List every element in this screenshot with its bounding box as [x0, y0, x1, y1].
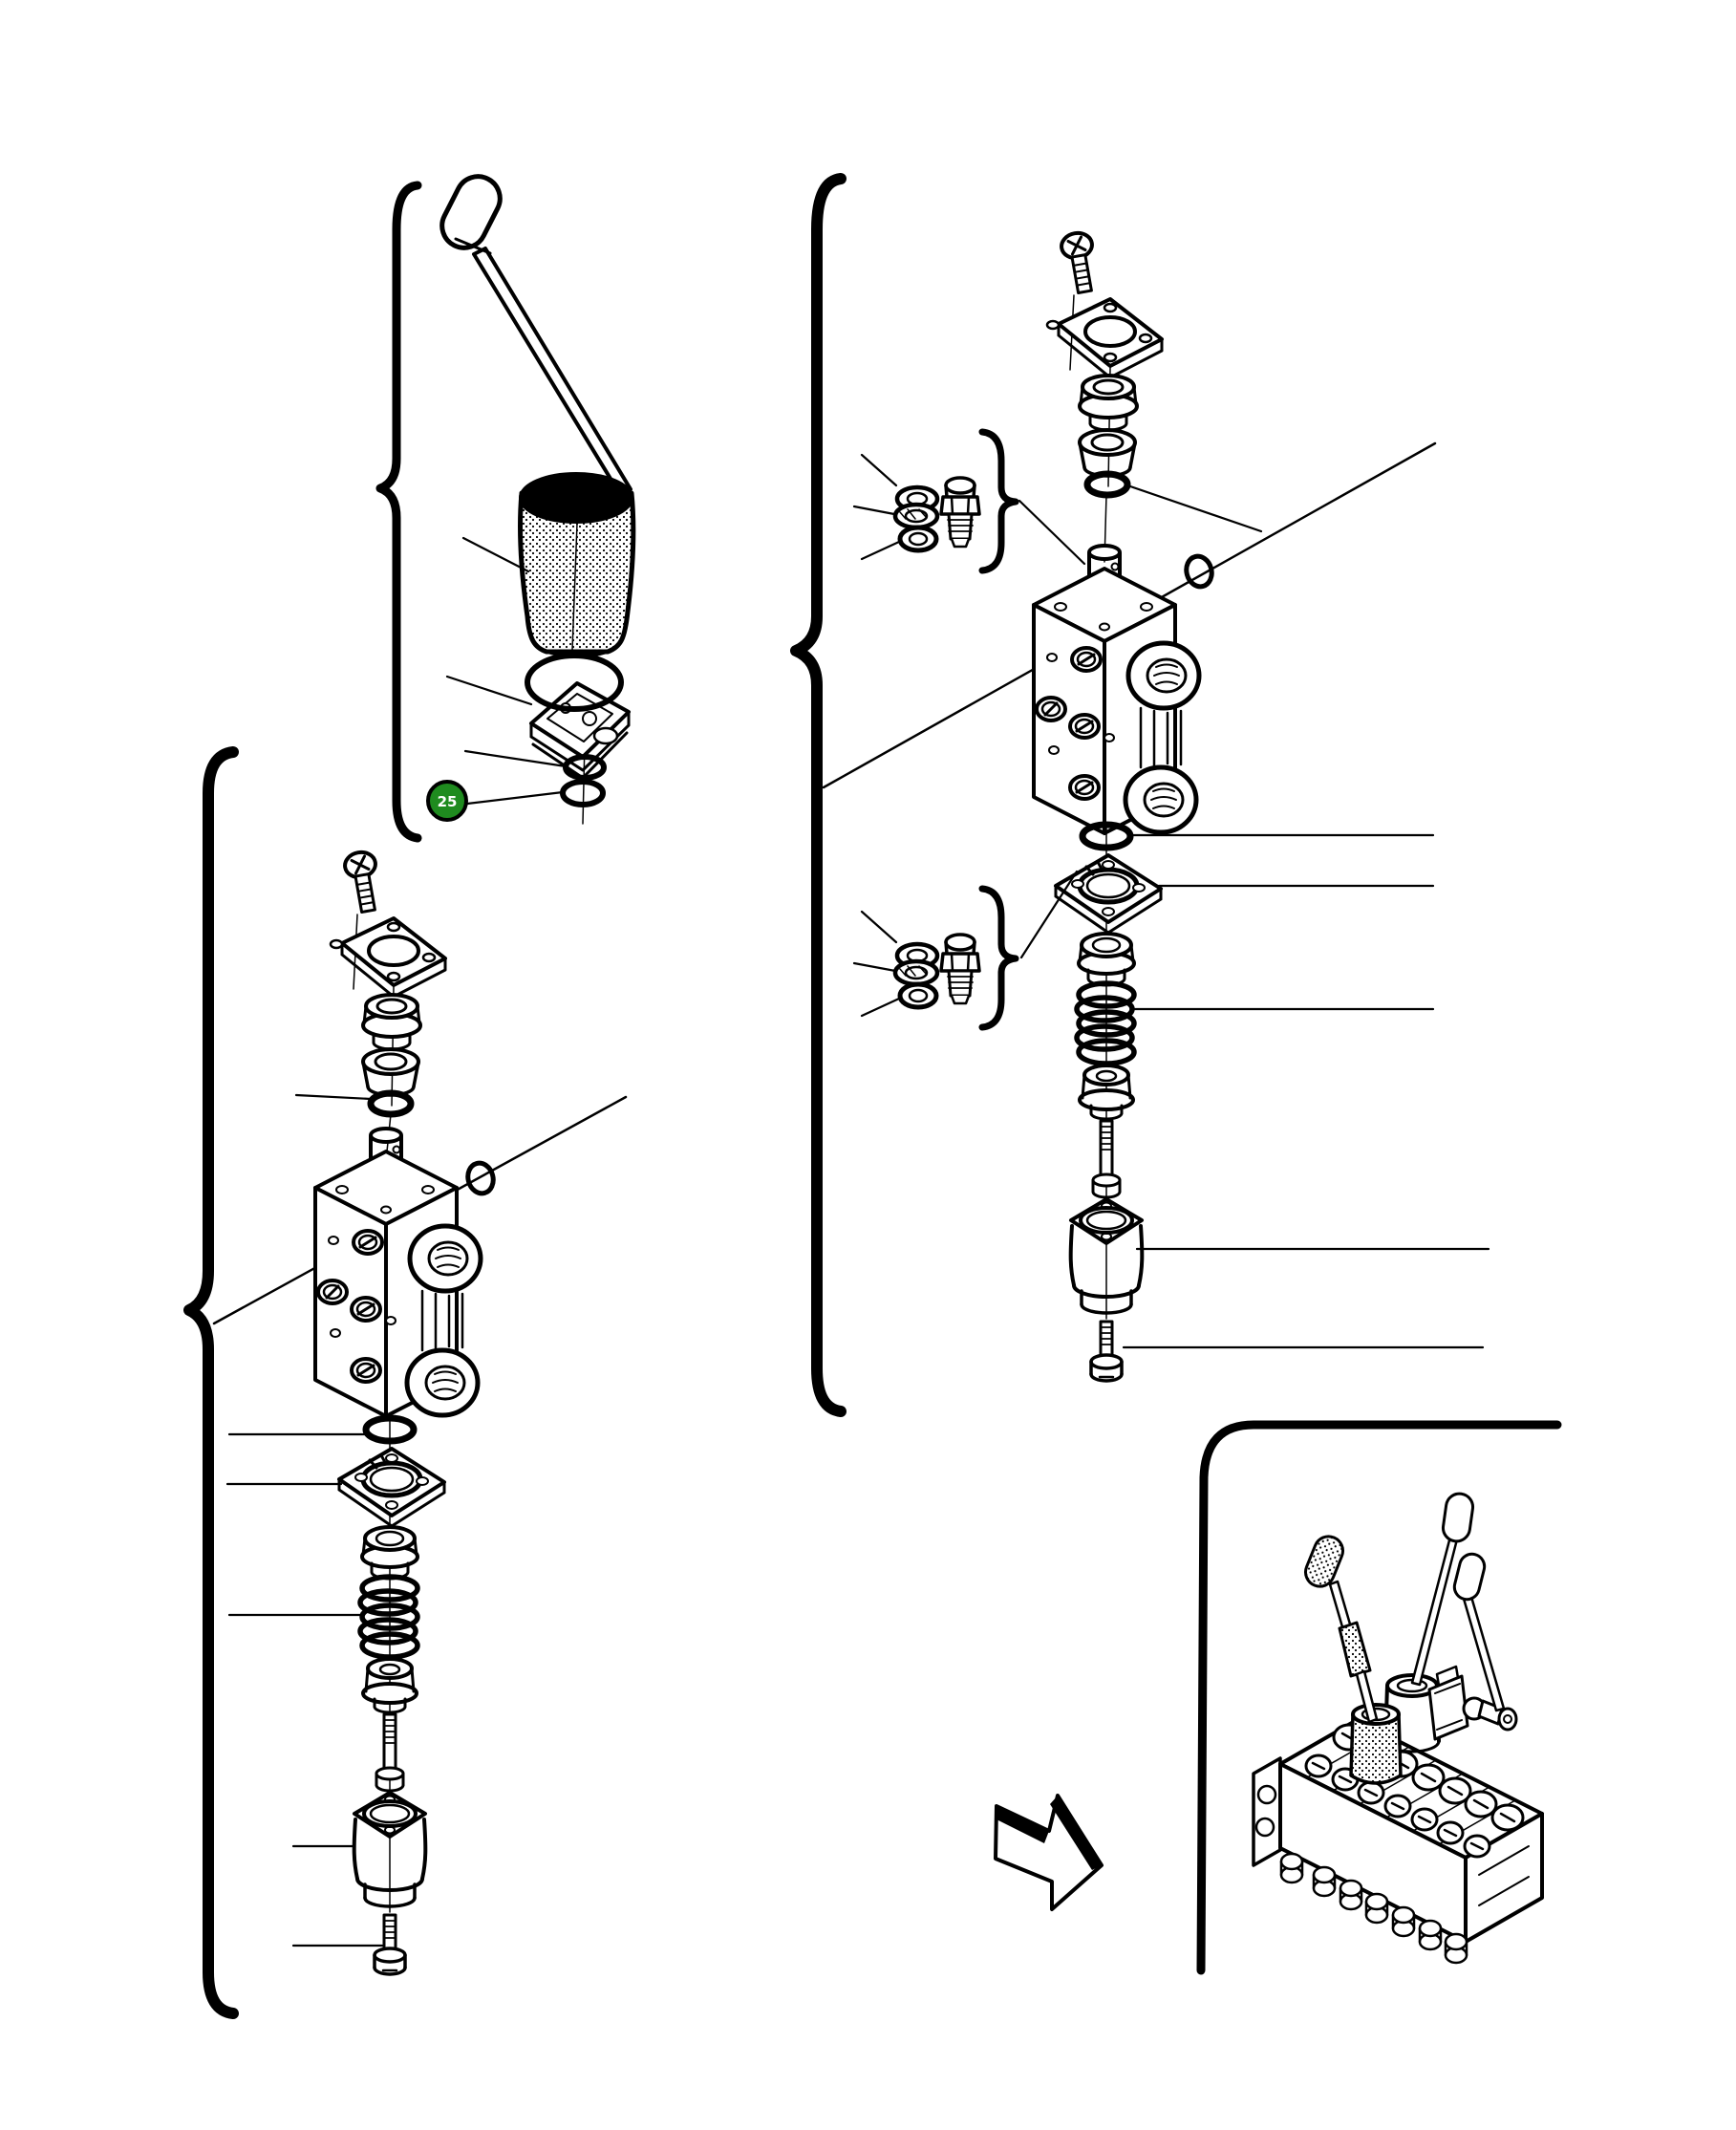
lower-fitting-leader-lines — [852, 870, 1079, 1018]
lower-fitting-group — [895, 889, 1016, 1027]
leader-lines — [1122, 484, 1490, 1349]
spool-o-ring — [465, 1160, 496, 1196]
leader-lines — [445, 536, 568, 806]
upper-fitting-leader-lines — [852, 453, 1086, 566]
boot-gasket-ring — [525, 653, 624, 712]
left-lower-stack — [339, 1416, 444, 1974]
right-valve-section-group — [852, 230, 1490, 1381]
right-section-group-brace-icon — [790, 173, 847, 1417]
spool-o-ring — [1184, 553, 1214, 590]
lever-knob — [439, 174, 503, 255]
direction-arrow-icon — [994, 1794, 1104, 1911]
inset-frame — [1196, 1420, 1562, 1975]
callout-number: 25 — [438, 793, 458, 810]
callout-badge-circle[interactable] — [426, 780, 468, 822]
leader-lines — [225, 1093, 384, 1947]
valve-bank-levers — [1304, 1492, 1506, 1724]
right-top-stack — [1047, 230, 1162, 495]
lever-assembly-group — [439, 174, 636, 825]
assembled-valve-inset — [1196, 1420, 1562, 1975]
rubber-boot — [518, 472, 636, 658]
boot-retainer-plate — [525, 653, 631, 780]
upper-fitting-group — [895, 432, 1016, 570]
left-valve-section-group — [225, 850, 496, 1974]
valve-bank-relief-fitting — [1462, 1696, 1518, 1732]
valve-bank-solenoid — [1427, 1665, 1469, 1741]
left-top-stack — [331, 850, 445, 1114]
lever-group-brace-icon — [375, 181, 422, 843]
lever-shaft — [472, 247, 632, 498]
left-valve-body — [315, 1129, 481, 1416]
right-lower-stack — [1056, 823, 1161, 1381]
left-section-group-brace-icon — [183, 746, 239, 2019]
valve-bank-boots — [1349, 1673, 1441, 1785]
callout-badge-25[interactable]: 25 — [426, 780, 468, 822]
